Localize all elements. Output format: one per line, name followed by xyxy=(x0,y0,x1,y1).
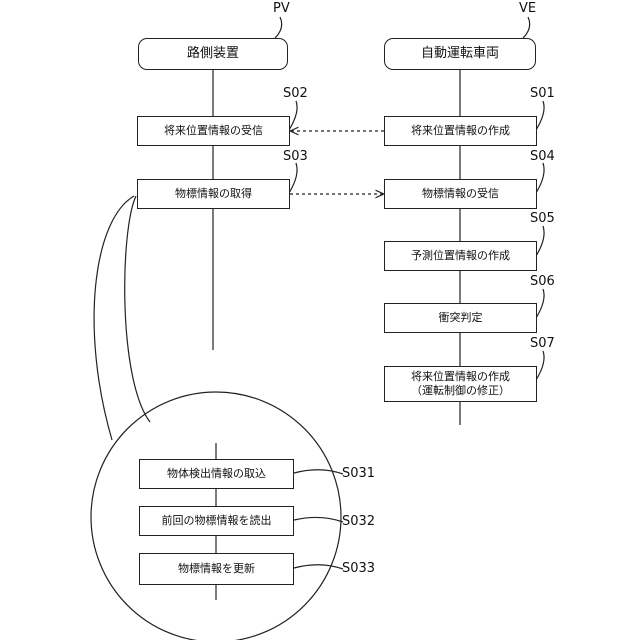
step-label-s03: S03 xyxy=(283,150,308,164)
leader-ve xyxy=(523,17,530,38)
step-box-s04: 物標情報の受信 xyxy=(384,179,537,209)
step-label-s031: S031 xyxy=(342,467,375,481)
step-box-s032: 前回の物標情報を読出 xyxy=(139,506,294,536)
leader-s06 xyxy=(536,289,544,318)
leader-s02 xyxy=(289,101,297,130)
leader-s031 xyxy=(294,470,343,474)
step-text-s031: 物体検出情報の取込 xyxy=(167,467,266,481)
step-box-s033: 物標情報を更新 xyxy=(139,553,294,585)
step-box-s06: 衝突判定 xyxy=(384,303,537,333)
step-text-s06: 衝突判定 xyxy=(439,311,483,325)
leader-s07 xyxy=(536,351,544,380)
step-box-s031: 物体検出情報の取込 xyxy=(139,459,294,489)
step-label-s06: S06 xyxy=(530,275,555,289)
leader-s03 xyxy=(289,163,297,193)
ve-actor-name: 自動運転車両 xyxy=(421,47,499,61)
step-box-s01: 将来位置情報の作成 xyxy=(384,116,537,146)
step-label-s033: S033 xyxy=(342,562,375,576)
step-label-s01: S01 xyxy=(530,87,555,101)
step-box-s05: 予測位置情報の作成 xyxy=(384,241,537,271)
leader-s05 xyxy=(536,226,544,256)
magnifier-tail-right xyxy=(125,196,150,422)
leader-s033 xyxy=(294,565,343,569)
step-text-s033: 物標情報を更新 xyxy=(178,562,255,576)
step-text-s032: 前回の物標情報を読出 xyxy=(162,514,272,528)
step-label-s07: S07 xyxy=(530,337,555,351)
step-text-s05: 予測位置情報の作成 xyxy=(411,249,510,263)
step-box-s02: 将来位置情報の受信 xyxy=(137,116,290,146)
step-text-s03: 物標情報の取得 xyxy=(175,187,252,201)
step-box-s03: 物標情報の取得 xyxy=(137,179,290,209)
pv-code-label: PV xyxy=(273,2,290,16)
ve-code-label: VE xyxy=(519,2,536,16)
step-box-s07: 将来位置情報の作成 （運転制御の修正） xyxy=(384,366,537,402)
leader-s01 xyxy=(536,101,544,130)
step-text-s01: 将来位置情報の作成 xyxy=(411,124,510,138)
leader-pv xyxy=(275,17,282,38)
step-text-s07: 将来位置情報の作成 （運転制御の修正） xyxy=(411,370,510,398)
step-text-s02: 将来位置情報の受信 xyxy=(164,124,263,138)
leader-s04 xyxy=(536,163,544,193)
pv-actor-box: 路側装置 xyxy=(138,38,288,70)
step-label-s02: S02 xyxy=(283,87,308,101)
leader-s032 xyxy=(294,517,343,522)
ve-actor-box: 自動運転車両 xyxy=(384,38,536,70)
step-label-s04: S04 xyxy=(530,150,555,164)
step-text-s04: 物標情報の受信 xyxy=(422,187,499,201)
step-label-s032: S032 xyxy=(342,515,375,529)
step-label-s05: S05 xyxy=(530,212,555,226)
pv-actor-name: 路側装置 xyxy=(187,47,239,61)
